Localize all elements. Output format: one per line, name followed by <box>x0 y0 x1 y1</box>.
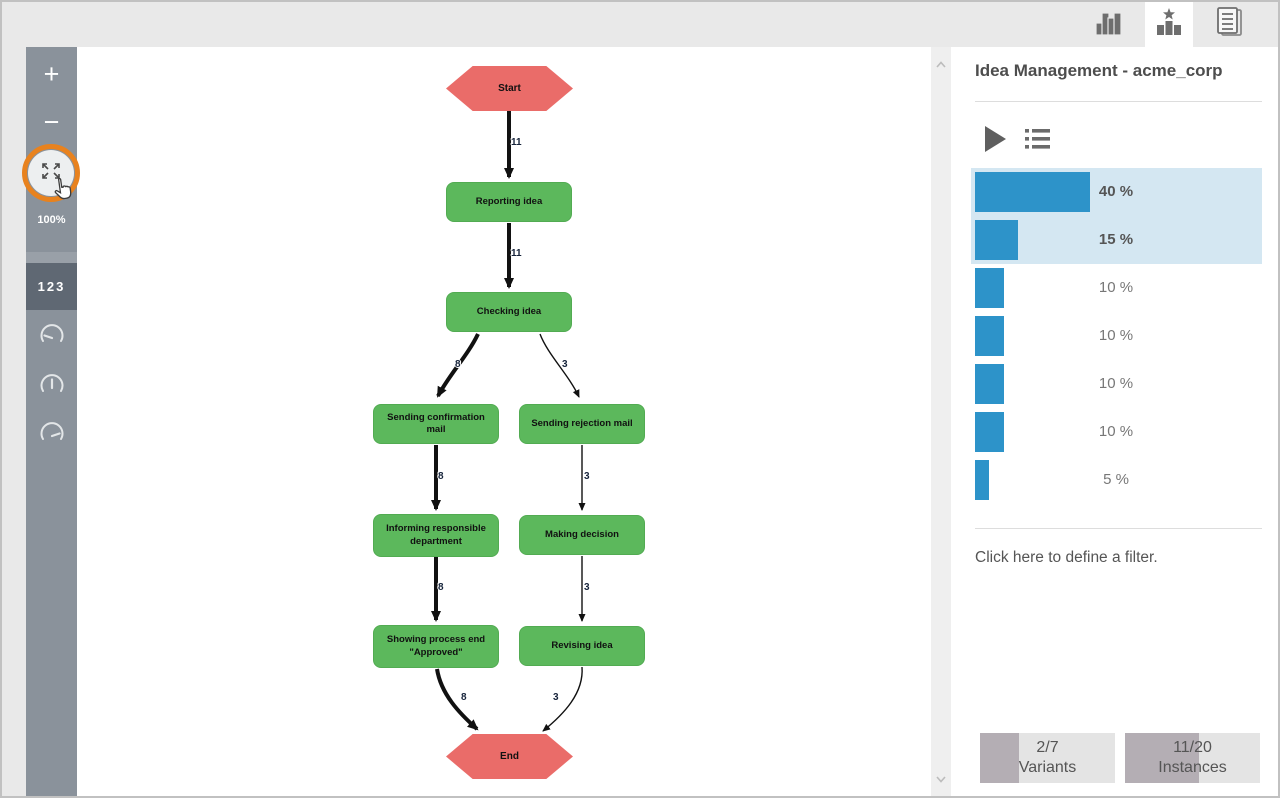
fit-to-screen-icon <box>40 162 62 185</box>
divider <box>975 101 1262 102</box>
variants-label: Variants <box>1018 759 1077 776</box>
performance-min-button[interactable] <box>26 312 77 360</box>
flow-node-reporting-idea[interactable]: Reporting idea <box>446 182 572 222</box>
gauge-high-icon <box>38 418 66 451</box>
process-edges <box>431 111 586 732</box>
variant-percentage: 10 % <box>1098 375 1134 392</box>
flow-node-checking-idea[interactable]: Checking idea <box>446 292 572 332</box>
gauge-mid-icon <box>38 370 66 403</box>
play-icon[interactable] <box>984 125 1007 158</box>
edge-count-label: 11 <box>511 248 522 259</box>
zoom-out-button[interactable]: − <box>43 107 60 137</box>
variant-row[interactable]: 15 % <box>971 216 1262 264</box>
performance-median-button[interactable] <box>26 362 77 410</box>
tab-report[interactable] <box>1205 2 1253 47</box>
flow-node-informing-responsible-department[interactable]: Informing responsible department <box>373 514 499 557</box>
flow-node-showing-process-end-approved[interactable]: Showing process end "Approved" <box>373 625 499 668</box>
zoom-in-button[interactable]: + <box>43 59 60 89</box>
variants-progress: 2/7 Variants <box>980 733 1115 783</box>
tab-frequency-chart[interactable] <box>1085 2 1133 47</box>
variant-list-icon[interactable] <box>1025 128 1050 155</box>
panel-title: Idea Management - acme_corp <box>975 61 1223 80</box>
variant-row[interactable]: 40 % <box>971 168 1262 216</box>
variant-percentage: 5 % <box>1103 471 1129 488</box>
variant-percentage: 10 % <box>1098 423 1134 440</box>
instances-progress-fill <box>1125 733 1200 783</box>
variant-frequency-bar[interactable] <box>975 316 1004 356</box>
gauge-low-icon <box>38 320 66 353</box>
variant-frequency-bar[interactable] <box>975 220 1019 260</box>
divider <box>975 528 1262 529</box>
edge-count-label: 3 <box>562 359 568 370</box>
left-gutter <box>2 47 26 796</box>
flow-node-start[interactable]: Start <box>446 66 573 111</box>
zoom-level-value: 100% <box>37 214 66 226</box>
variant-frequency-bar[interactable] <box>975 172 1091 212</box>
performance-max-button[interactable] <box>26 410 77 458</box>
report-icon <box>1212 5 1246 44</box>
frequency-chart-icon <box>1093 6 1125 43</box>
variant-percentage: 10 % <box>1098 279 1134 296</box>
variant-frequency-bar[interactable] <box>975 412 1004 452</box>
variant-frequency-bar[interactable] <box>975 364 1004 404</box>
variant-percentage: 15 % <box>1098 231 1134 248</box>
tab-variants[interactable] <box>1145 2 1193 47</box>
edge-count-label: 3 <box>553 692 559 703</box>
flow-node-sending-rejection-mail[interactable]: Sending rejection mail <box>519 404 645 444</box>
edge-count-label: 8 <box>461 692 467 703</box>
instances-progress: 11/20 Instances <box>1125 733 1260 783</box>
view-tabs <box>1085 2 1253 47</box>
variant-row[interactable]: 5 % <box>971 456 1262 504</box>
variant-frequency-bar[interactable] <box>975 460 990 500</box>
edge-count-label: 8 <box>438 471 444 482</box>
variant-bars: 40 % 15 % 10 % 10 % 10 % 10 % 5 % <box>971 168 1262 504</box>
edge-count-label: 8 <box>438 582 444 593</box>
toolbar-separator <box>26 252 77 263</box>
top-bar <box>2 2 1278 47</box>
instances-count: 11/20 <box>1173 739 1212 756</box>
frequency-view-button[interactable]: 123 <box>26 263 77 310</box>
flow-node-end[interactable]: End <box>446 734 573 779</box>
variant-row[interactable]: 10 % <box>971 264 1262 312</box>
flow-node-making-decision[interactable]: Making decision <box>519 515 645 555</box>
edge-count-label: 11 <box>511 137 522 148</box>
variant-row[interactable]: 10 % <box>971 312 1262 360</box>
variants-count: 2/7 <box>1036 739 1059 756</box>
scroll-up-icon[interactable] <box>936 55 946 73</box>
variants-progress-fill <box>980 733 1019 783</box>
canvas-vertical-scrollbar[interactable] <box>931 47 951 796</box>
edge-count-label: 3 <box>584 582 590 593</box>
left-toolbar: + − <box>22 47 80 796</box>
variant-percentage: 40 % <box>1098 183 1134 200</box>
variants-panel: Idea Management - acme_corp 40 <box>951 47 1278 796</box>
variant-frequency-bar[interactable] <box>975 268 1004 308</box>
variant-percentage: 10 % <box>1098 327 1134 344</box>
fit-to-screen-button[interactable] <box>28 150 74 196</box>
variant-row[interactable]: 10 % <box>971 360 1262 408</box>
edge-count-label: 3 <box>584 471 590 482</box>
process-map-canvas[interactable]: Start Reporting idea Checking idea Sendi… <box>77 47 931 796</box>
scroll-down-icon[interactable] <box>936 770 946 788</box>
edge-count-label: 8 <box>455 359 461 370</box>
variants-star-chart-icon <box>1153 6 1185 43</box>
flow-node-revising-idea[interactable]: Revising idea <box>519 626 645 666</box>
define-filter-link[interactable]: Click here to define a filter. <box>975 549 1158 566</box>
instances-label: Instances <box>1158 759 1227 776</box>
flow-node-sending-confirmation-mail[interactable]: Sending confirmation mail <box>373 404 499 444</box>
variant-row[interactable]: 10 % <box>971 408 1262 456</box>
